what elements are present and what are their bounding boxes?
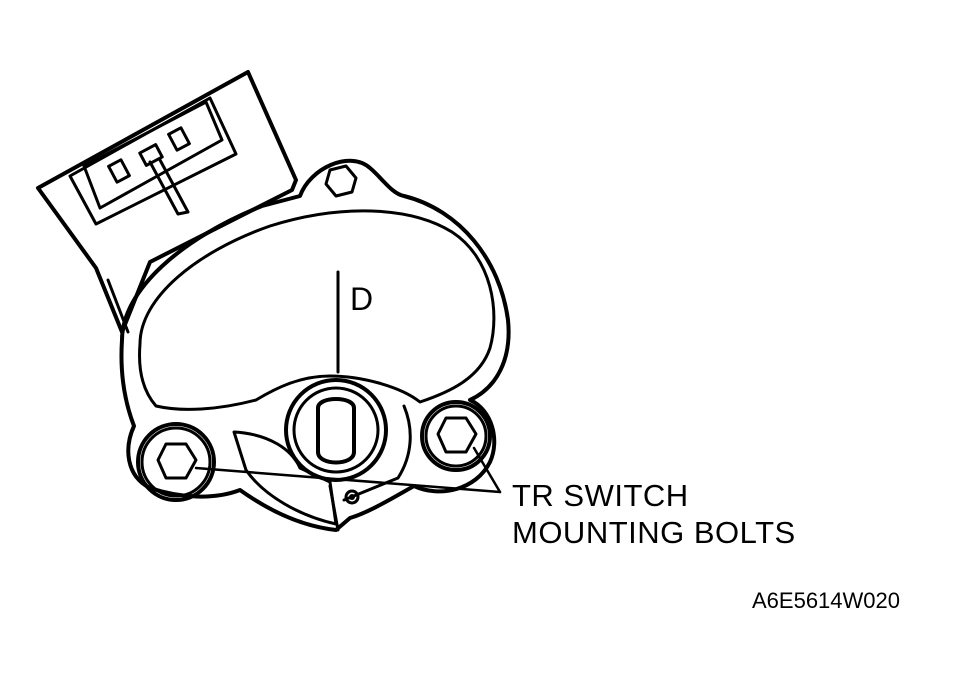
manual-shaft-hub — [284, 378, 388, 482]
position-mark-text: D — [350, 281, 373, 317]
callout-label-line-1: TR SWITCH — [512, 478, 689, 513]
lower-arm — [232, 404, 412, 532]
callout-leaders — [194, 446, 502, 494]
callout-label-line-2: MOUNTING BOLTS — [512, 515, 796, 550]
left-mounting-bolt — [136, 422, 216, 502]
switch-body — [119, 158, 511, 532]
connector-housing — [36, 70, 298, 334]
locating-hole — [324, 164, 358, 198]
right-mounting-bolt — [420, 400, 492, 472]
figure-id: A6E5614W020 — [752, 588, 900, 613]
position-indicator: D — [336, 270, 373, 374]
